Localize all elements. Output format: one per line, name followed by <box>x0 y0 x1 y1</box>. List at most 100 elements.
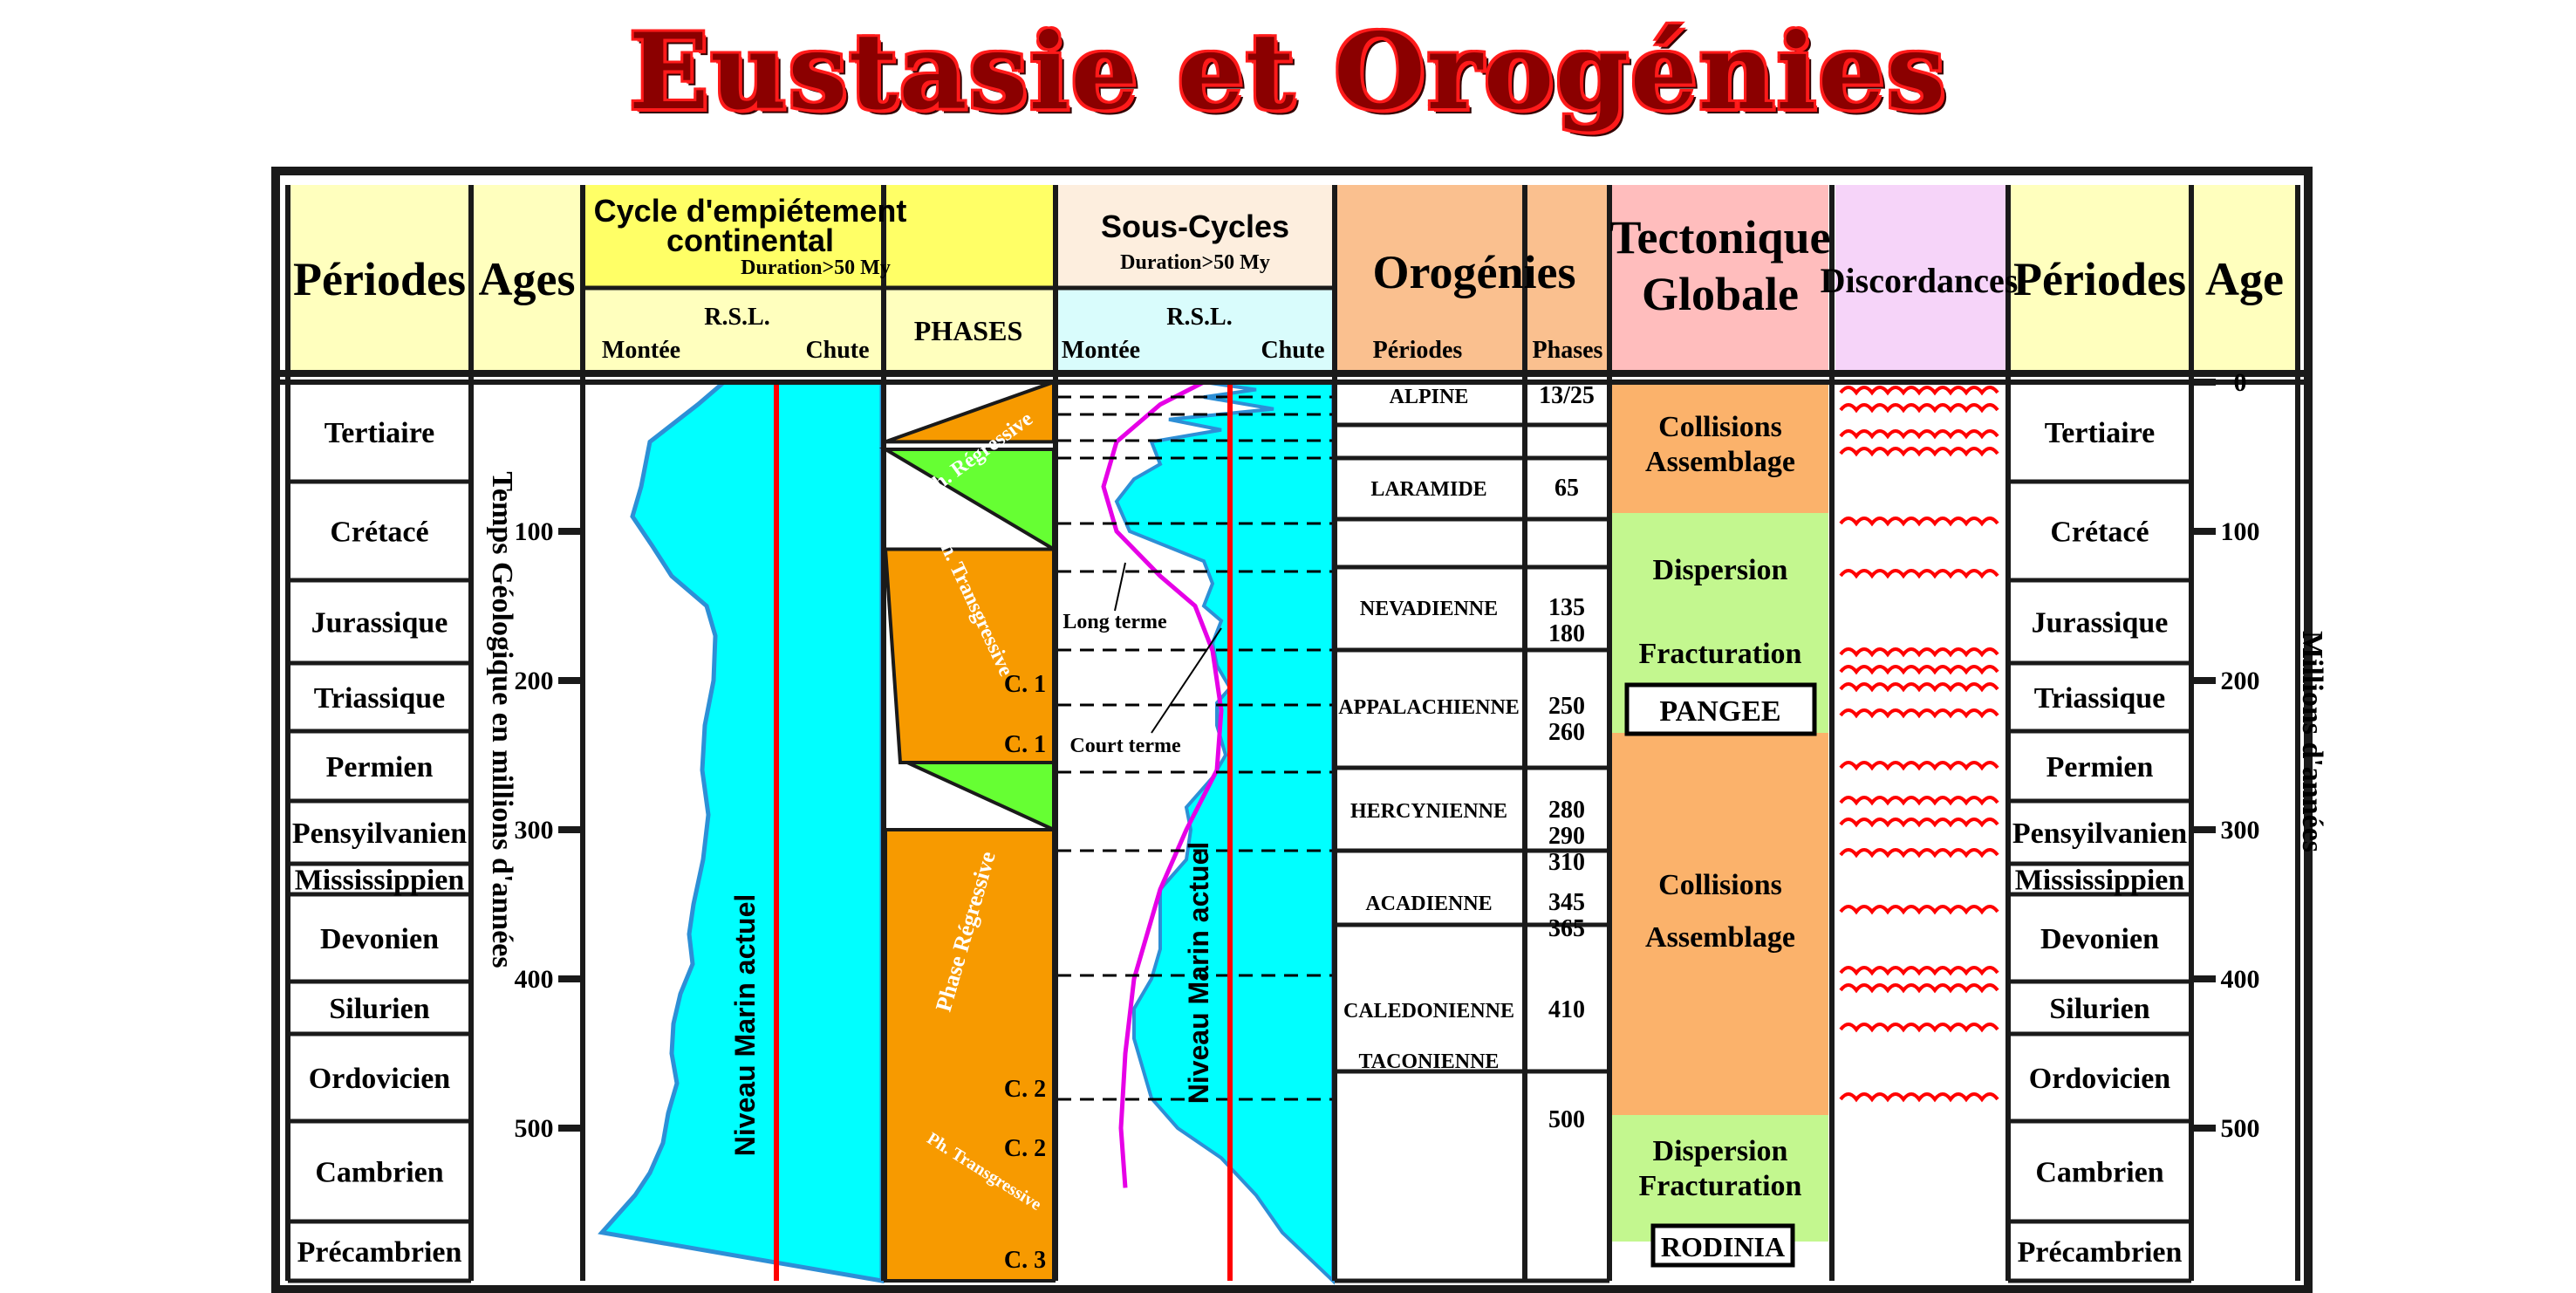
tect-text: Assemblage <box>1645 446 1795 478</box>
header-chute-sous: Chute <box>1261 337 1324 364</box>
long-term-label: Long terme <box>1063 611 1167 633</box>
period-right-label: Pensyilvanien <box>2012 818 2187 850</box>
period-left-label: Ordovicien <box>309 1063 451 1095</box>
phase-c2-label-b: C. 2 <box>1004 1135 1046 1162</box>
orogeny-phase: 310 <box>1548 849 1585 876</box>
header-ages-bg <box>473 185 581 373</box>
header-montee-sous: Montée <box>1062 337 1140 364</box>
period-left-label: Permien <box>326 751 434 783</box>
header-montee: Montée <box>602 337 680 364</box>
niveau-marin-label-cycle: Niveau Marin actuel <box>729 894 761 1157</box>
period-right-label: Permien <box>2046 751 2154 783</box>
orogeny-name: CALEDONIENNE <box>1343 1000 1514 1023</box>
orogeny-name: TACONIENNE <box>1359 1050 1500 1073</box>
header-orogenies: Orogénies <box>1373 246 1576 298</box>
discordance-wave <box>1839 682 1999 693</box>
rodinia-label: RODINIA <box>1661 1231 1785 1262</box>
header-rsl-sous: R.S.L. <box>1166 304 1232 331</box>
orogeny-name: HERCYNIENNE <box>1350 800 1507 823</box>
header-cycle-line1: Cycle d'empiétement <box>594 193 907 229</box>
period-right-label: Devonien <box>2040 923 2159 955</box>
header-periodes: Périodes <box>293 253 466 305</box>
age-tick-label-left: 200 <box>515 667 554 695</box>
header-oro-phases: Phases <box>1533 337 1603 364</box>
header-age-right: Age <box>2205 253 2284 305</box>
orogeny-phase: 135 <box>1548 594 1585 621</box>
outer-frame <box>271 167 2313 1293</box>
tect-text: Collisions <box>1658 411 1782 443</box>
header-chute: Chute <box>805 337 869 364</box>
period-right-label: Crétacé <box>2050 517 2149 549</box>
header-sous-cycles-bg <box>1057 185 1333 288</box>
pangee-box <box>1624 682 1817 736</box>
orogeny-phase: 280 <box>1548 797 1585 824</box>
orogeny-name: NEVADIENNE <box>1360 598 1498 620</box>
header-phases: PHASES <box>914 315 1022 346</box>
header-sous-duration: Duration>50 My <box>1120 251 1270 274</box>
orogeny-phase: 250 <box>1548 693 1585 720</box>
discordance-wave <box>1839 1023 1999 1033</box>
period-right-label: Jurassique <box>2032 607 2169 640</box>
period-right-label: Cambrien <box>2035 1157 2163 1189</box>
sea-level-area-cycle <box>598 380 885 1283</box>
header-tectonique-line2: Globale <box>1642 268 1799 320</box>
period-right-label: Silurien <box>2049 993 2149 1025</box>
header-cycle-duration: Duration>50 My <box>741 257 891 279</box>
orogeny-name: APPALACHIENNE <box>1338 696 1520 719</box>
discordance-wave <box>1839 818 1999 828</box>
header-oro-periodes: Périodes <box>1373 337 1463 364</box>
discordance-wave <box>1839 1092 1999 1103</box>
orogeny-phase: 365 <box>1548 915 1585 942</box>
orogeny-name: ACADIENNE <box>1365 893 1492 915</box>
period-right-label: Triassique <box>2034 682 2166 715</box>
period-right-label: Précambrien <box>2018 1236 2183 1269</box>
orogeny-phase: 500 <box>1548 1106 1585 1133</box>
period-left-label: Pensyilvanien <box>292 818 467 850</box>
header-tectonique-bg <box>1612 185 1828 373</box>
age-tick-label-right: 200 <box>2221 667 2260 695</box>
age-tick-label-left: 100 <box>515 517 554 546</box>
discordance-wave <box>1839 429 1999 440</box>
period-left-label: Précambrien <box>297 1236 462 1269</box>
orogeny-phase: 260 <box>1548 719 1585 746</box>
period-left-label: Triassique <box>314 682 446 715</box>
tect-text: Assemblage <box>1645 921 1795 954</box>
age-tick-label-right: 300 <box>2221 816 2260 845</box>
discordance-wave <box>1839 647 1999 658</box>
discordance-wave <box>1839 569 1999 579</box>
orogeny-phase: 180 <box>1548 620 1585 647</box>
period-left-label: Devonien <box>320 923 439 955</box>
header-sous-cycles: Sous-Cycles <box>1101 209 1289 244</box>
phase-c3-label: C. 3 <box>1004 1247 1046 1274</box>
pangee-box-bg <box>1627 685 1814 734</box>
pangee-label: PANGEE <box>1659 695 1780 728</box>
discordance-wave <box>1839 665 1999 675</box>
phase-c1-label-a: C. 1 <box>1004 671 1046 698</box>
period-left-label: Cambrien <box>315 1157 443 1189</box>
age-tick-label-left: 500 <box>515 1114 554 1143</box>
discordance-wave <box>1839 447 1999 457</box>
orogeny-phase: 65 <box>1554 475 1579 502</box>
tect-text: Collisions <box>1658 869 1782 901</box>
discordance-wave <box>1839 983 1999 994</box>
header-rsl: R.S.L. <box>704 304 769 331</box>
orogeny-phase: 290 <box>1548 823 1585 850</box>
period-right-label: Mississippien <box>2015 865 2185 897</box>
header-periodes-right: Périodes <box>2013 253 2186 305</box>
rodinia-box <box>1650 1223 1795 1268</box>
age-tick-label-right: 100 <box>2221 517 2260 546</box>
orogeny-phase: 13/25 <box>1539 382 1595 409</box>
age-tick-label-left: 300 <box>515 816 554 845</box>
header-rsl-bg <box>584 288 882 373</box>
tect-text: Dispersion <box>1653 554 1788 586</box>
header-age-right-bg <box>2193 185 2298 373</box>
page-title: Eustasie et Orogénies <box>628 10 1948 133</box>
period-right-label: Tertiaire <box>2045 417 2156 449</box>
tect-fill-collisions-2 <box>1612 733 1828 1115</box>
phase-c1-label-b: C. 1 <box>1004 731 1046 758</box>
period-left-label: Mississippien <box>295 865 465 897</box>
discordance-wave <box>1839 517 1999 527</box>
discordance-wave <box>1839 848 1999 859</box>
court-term-arrow <box>1151 627 1222 734</box>
